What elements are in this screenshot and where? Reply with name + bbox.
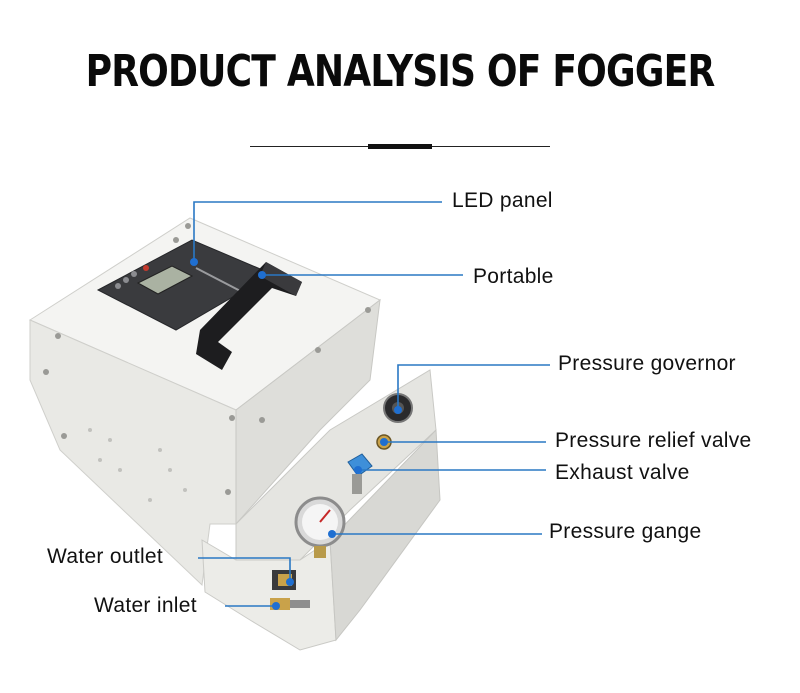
callout-line-pressure-governor — [397, 364, 550, 408]
callout-dot-water-outlet — [286, 578, 294, 586]
callout-dots — [190, 258, 402, 610]
label-water-outlet: Water outlet — [47, 545, 164, 568]
callout-dot-exhaust-valve — [354, 466, 362, 474]
label-pressure-gauge: Pressure gange — [549, 520, 702, 543]
callout-dot-portable — [258, 271, 266, 279]
callout-lines — [193, 201, 550, 607]
page-title: PRODUCT ANALYSIS OF FOGGER — [85, 46, 716, 97]
callout-dot-led-panel — [190, 258, 198, 266]
callout-dot-pressure-relief-valve — [380, 438, 388, 446]
fittings-graphic — [270, 393, 413, 610]
fogger-body — [28, 217, 441, 651]
label-portable: Portable — [473, 265, 554, 288]
label-pressure-relief-valve: Pressure relief valve — [555, 429, 752, 452]
label-pressure-governor: Pressure governor — [558, 352, 736, 375]
callout-line-water-outlet — [198, 557, 291, 582]
carry-handle-graphic — [196, 262, 302, 370]
callout-dot-water-inlet — [272, 602, 280, 610]
callout-dot-pressure-governor — [394, 406, 402, 414]
label-exhaust-valve: Exhaust valve — [555, 461, 690, 484]
callout-dot-pressure-gauge — [328, 530, 336, 538]
label-led-panel: LED panel — [452, 189, 553, 212]
title-divider-accent — [368, 144, 432, 149]
callout-line-led-panel — [193, 201, 442, 260]
label-water-inlet: Water inlet — [94, 594, 197, 617]
